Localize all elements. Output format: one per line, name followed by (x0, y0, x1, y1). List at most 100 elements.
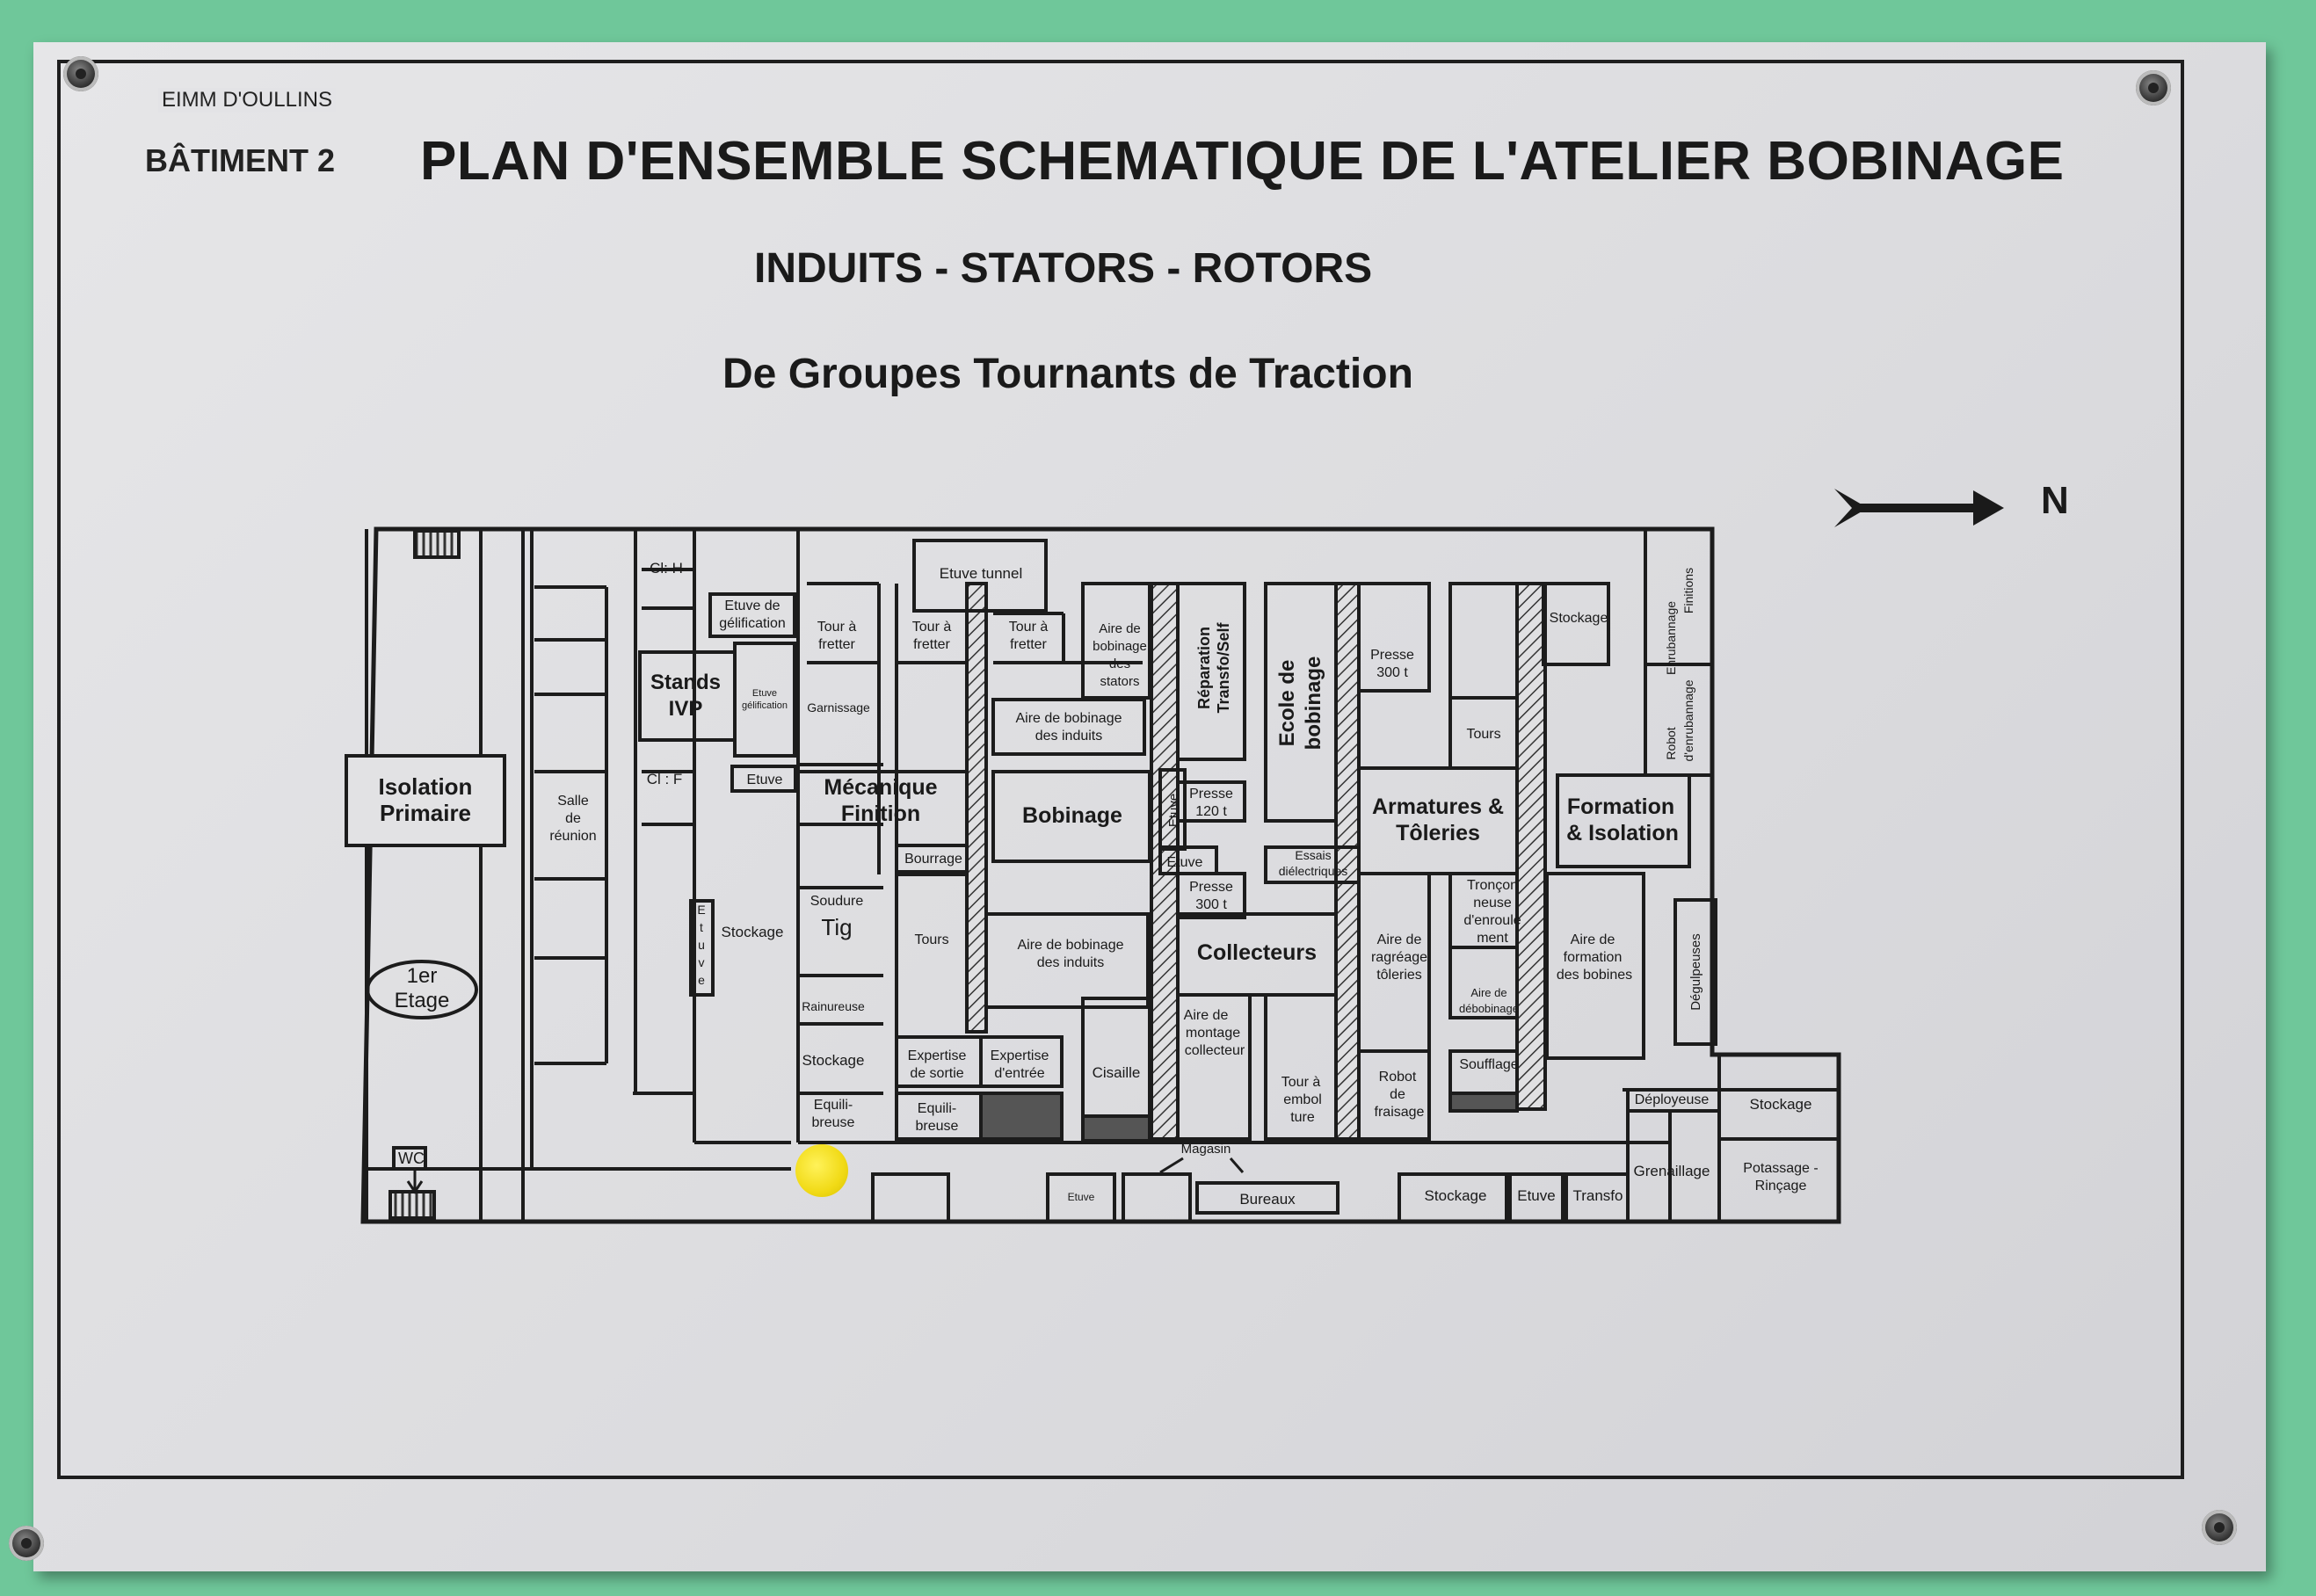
label-degulpeuses: Dégulpeuses (1688, 933, 1703, 1011)
label-expertise-entree-b: d'entrée (994, 1066, 1044, 1081)
label-bureaux: Bureaux (1239, 1191, 1296, 1208)
label-stockage-right: Stockage (1550, 611, 1608, 626)
label-etuve-bottom: Etuve (1068, 1191, 1095, 1203)
wc-arrow-icon (406, 1171, 424, 1194)
board-frame (57, 60, 2184, 1479)
label-1er: 1er (407, 964, 438, 988)
label-aire-stators-1: Aire de (1099, 621, 1141, 636)
label-presse-120b: 120 t (1195, 804, 1227, 819)
building-label: BÂTIMENT 2 (145, 142, 335, 178)
label-isolation-primaire: Isolation (379, 773, 473, 800)
label-formation: Formation (1567, 794, 1674, 819)
label-troncon-4: ment (1477, 931, 1508, 946)
label-stockage-mid: Stockage (802, 1052, 865, 1069)
label-tour-embol-1: Tour à (1281, 1075, 1321, 1090)
label-presse-300b-b: 300 t (1376, 665, 1408, 680)
label-aire-bobinage-induits-2: Aire de bobinage (1018, 938, 1124, 953)
label-salle-de: de (565, 811, 581, 826)
label-equili-1: Equili- (814, 1098, 853, 1113)
label-troncon-3: d'enroule (1463, 913, 1521, 928)
label-etuve-v2: t (700, 920, 703, 934)
label-robot-fraisage-2: de (1390, 1087, 1405, 1102)
label-tours-mid: Tours (914, 932, 948, 947)
label-aire-bobinage-induits-2b: des induits (1037, 955, 1105, 970)
label-expertise-sortie: Expertise (908, 1048, 967, 1063)
label-reparation: Réparation (1195, 627, 1213, 709)
label-etuve-v1: E (697, 903, 705, 917)
label-expertise-entree: Expertise (991, 1048, 1049, 1063)
label-essais: Essais (1295, 848, 1331, 862)
label-etuve-v4: v (699, 955, 705, 969)
label-etuve-mid: Etuve (1167, 855, 1203, 870)
label-tours-right: Tours (1466, 727, 1500, 742)
label-bourrage: Bourrage (904, 852, 962, 867)
label-aire-stators-2: bobinage (1093, 639, 1147, 654)
label-collecteurs: Collecteurs (1197, 940, 1317, 965)
label-ecole-de: Ecole de (1275, 660, 1299, 747)
label-aire-bobinage-induits-1b: des induits (1035, 729, 1103, 744)
label-troncon-1: Tronçon (1467, 878, 1518, 893)
label-transfo-self: Transfo/Self (1215, 621, 1232, 713)
label-etuve-gelification: Etuve de (724, 598, 780, 613)
label-etuve-gelif-small: Etuve (752, 688, 777, 699)
label-presse-300b: Presse (1370, 648, 1414, 663)
label-garnissage: Garnissage (807, 700, 870, 715)
label-etuve-left: Etuve (747, 773, 783, 787)
label-finition: Finition (841, 802, 920, 826)
label-stockage-bottom: Stockage (1425, 1187, 1487, 1204)
label-aire-stators-3: des (1109, 657, 1130, 671)
label-salle: Salle (557, 794, 589, 809)
label-robot-fraisage-3: fraisage (1375, 1105, 1425, 1120)
page-title: PLAN D'ENSEMBLE SCHEMATIQUE DE L'ATELIER… (420, 131, 2065, 192)
label-deployeuse: Déployeuse (1635, 1092, 1710, 1107)
label-soudure: Soudure (810, 894, 864, 909)
label-grenaillage: Grenaillage (1634, 1163, 1710, 1179)
label-tig: Tig (821, 914, 852, 940)
label-equili-2: Equili- (918, 1101, 956, 1116)
label-tour-fretter-2b: fretter (913, 637, 950, 652)
label-robot-fraisage-1: Robot (1379, 1070, 1417, 1085)
label-debobinage-2: débobinage (1459, 1002, 1519, 1015)
label-debobinage-1: Aire de (1470, 986, 1506, 999)
label-aire-formation-2: formation (1564, 950, 1623, 965)
label-tour-fretter-3b: fretter (1010, 637, 1047, 652)
label-ivp: IVP (669, 697, 703, 721)
label-ragreage-3: tôleries (1376, 968, 1422, 983)
label-breuse-2: breuse (916, 1119, 959, 1134)
label-aire-montage-1: Aire de (1184, 1008, 1229, 1023)
label-cisaille: Cisaille (1093, 1064, 1141, 1081)
label-cl-h: Cl: H (650, 560, 683, 577)
screw-top-right-icon (2136, 70, 2171, 105)
label-tour-fretter-2: Tour à (912, 620, 952, 635)
label-aire-montage-3: collecteur (1185, 1043, 1245, 1058)
label-aire-bobinage-induits-1: Aire de bobinage (1016, 711, 1122, 726)
label-tour-fretter-3: Tour à (1009, 620, 1049, 635)
label-troncon-2: neuse (1473, 896, 1512, 910)
label-rincage: Rinçage (1755, 1179, 1807, 1193)
label-ragreage-2: ragréage (1371, 950, 1427, 965)
label-and-isolation: & Isolation (1566, 821, 1679, 845)
label-rainureuse: Rainureuse (802, 999, 865, 1013)
label-robot-enrub-1: Robot (1664, 727, 1678, 759)
label-stockage-left: Stockage (722, 924, 784, 940)
label-tour-fretter-1: Tour à (817, 620, 857, 635)
label-bobinage: Bobinage (1022, 803, 1122, 828)
label-etage: Etage (395, 989, 450, 1012)
label-cl-f: Cl : F (647, 771, 683, 787)
label-ecole-bobinage: bobinage (1302, 657, 1325, 751)
subtitle-secondary: De Groupes Tournants de Traction (722, 351, 1413, 397)
label-dielectriques: diélectriques (1279, 864, 1348, 878)
label-etuve-bottom-right: Etuve (1517, 1187, 1555, 1204)
label-isolation-primaire-2: Primaire (380, 800, 471, 826)
label-breuse-1: breuse (812, 1115, 855, 1130)
label-magasin: Magasin (1181, 1142, 1231, 1157)
label-reunion: réunion (549, 829, 596, 844)
label-armatures: Armatures & (1372, 794, 1504, 819)
label-ragreage-1: Aire de (1377, 932, 1422, 947)
north-label: N (2041, 479, 2069, 522)
you-are-here-marker (795, 1144, 848, 1197)
north-arrow-icon (1834, 489, 2004, 527)
screw-bottom-left-icon (9, 1526, 44, 1561)
label-expertise-sortie-b: de sortie (910, 1066, 963, 1081)
screw-top-left-icon (63, 56, 98, 91)
